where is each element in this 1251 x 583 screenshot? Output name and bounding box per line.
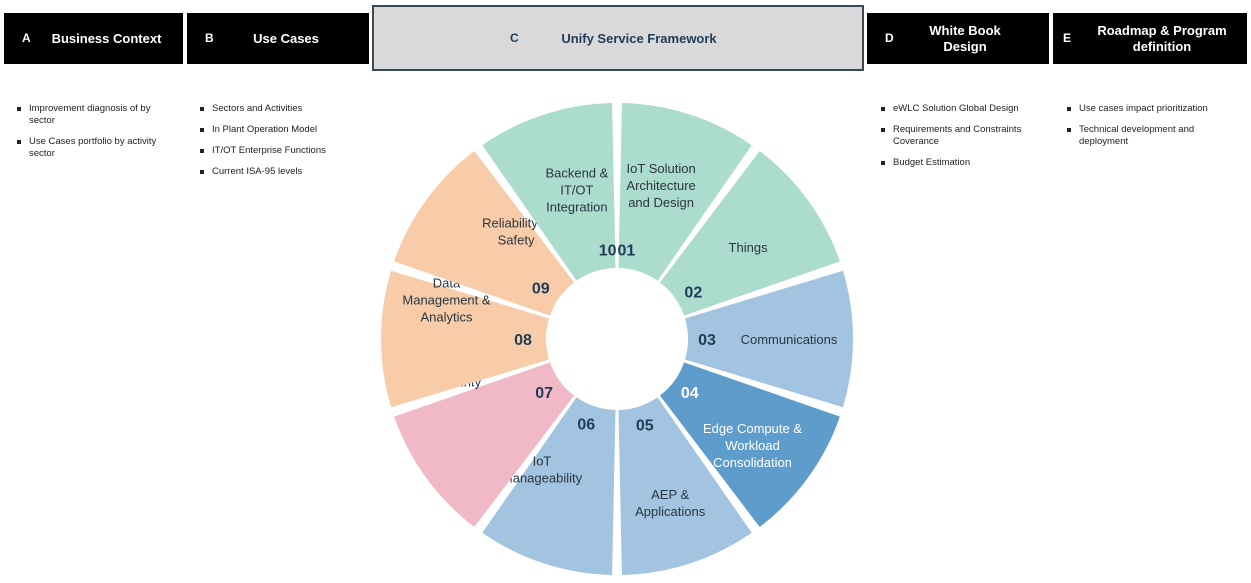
wheel-number-04: 04 xyxy=(681,385,699,402)
wheel-segment-10 xyxy=(482,103,616,281)
list-item: Use cases impact prioritization xyxy=(1061,103,1221,115)
wheel-number-01: 01 xyxy=(618,242,636,259)
wheel-number-02: 02 xyxy=(684,284,702,301)
header-a: A Business Context xyxy=(4,13,183,64)
header-c-letter: C xyxy=(510,31,519,45)
header-c-title: Unify Service Framework xyxy=(561,30,717,46)
wheel-segment-06 xyxy=(482,397,616,575)
wheel-segment-08 xyxy=(381,270,550,408)
wheel-segment-03 xyxy=(684,270,853,408)
header-a-letter: A xyxy=(22,31,31,45)
header-d: D White Book Design xyxy=(867,13,1049,64)
list-item: Sectors and Activities xyxy=(194,103,364,115)
list-item: eWLC Solution Global Design xyxy=(875,103,1045,115)
wheel-label-05: AEP &Applications xyxy=(635,487,706,519)
header-b-title: Use Cases xyxy=(253,30,319,46)
list-item: IT/OT Enterprise Functions xyxy=(194,145,364,157)
header-c: C Unify Service Framework xyxy=(372,5,864,71)
wheel-segment-05 xyxy=(618,397,752,575)
header-d-letter: D xyxy=(885,31,894,45)
wheel-segment-09 xyxy=(394,151,575,316)
wheel-segment-02 xyxy=(659,151,840,316)
use-cases-list: Sectors and Activities In Plant Operatio… xyxy=(194,103,364,187)
list-item: In Plant Operation Model xyxy=(194,124,364,136)
list-item: Budget Estimation xyxy=(875,157,1045,169)
list-item: Requirements and Constraints Coverance xyxy=(875,124,1045,148)
header-d-title: White Book Design xyxy=(929,22,1001,54)
list-item: Use Cases portfolio by activity sector xyxy=(11,136,176,160)
wheel-label-02: Things xyxy=(729,240,769,255)
wheel-label-03: Communications xyxy=(741,332,838,347)
list-item: Current ISA-95 levels xyxy=(194,166,364,178)
white-book-design-list: eWLC Solution Global Design Requirements… xyxy=(875,103,1045,178)
business-context-list: Improvement diagnosis of by sector Use C… xyxy=(11,103,176,169)
list-item: Improvement diagnosis of by sector xyxy=(11,103,176,127)
header-e: E Roadmap & Program definition xyxy=(1053,13,1247,64)
wheel-segment-07 xyxy=(394,362,575,527)
wheel-number-07: 07 xyxy=(535,385,553,402)
wheel-label-09: Reliability &Safety xyxy=(482,215,550,247)
wheel-number-10: 10 xyxy=(599,242,617,259)
header-e-letter: E xyxy=(1063,31,1072,45)
wheel-center xyxy=(550,272,684,406)
header-b-letter: B xyxy=(205,31,214,45)
wheel-number-08: 08 xyxy=(514,332,532,349)
wheel-number-05: 05 xyxy=(636,418,654,435)
list-item: Technical development and deployment xyxy=(1061,124,1221,148)
wheel-segment-01 xyxy=(618,103,752,281)
header-a-title: Business Context xyxy=(51,30,162,46)
wheel-segment-04 xyxy=(659,362,840,527)
roadmap-list: Use cases impact prioritization Technica… xyxy=(1061,103,1221,157)
header-b: B Use Cases xyxy=(187,13,369,64)
wheel-number-06: 06 xyxy=(577,417,595,434)
header-e-title: Roadmap & Program definition xyxy=(1097,22,1227,54)
wheel-number-09: 09 xyxy=(532,281,550,298)
wheel-number-03: 03 xyxy=(698,332,716,349)
